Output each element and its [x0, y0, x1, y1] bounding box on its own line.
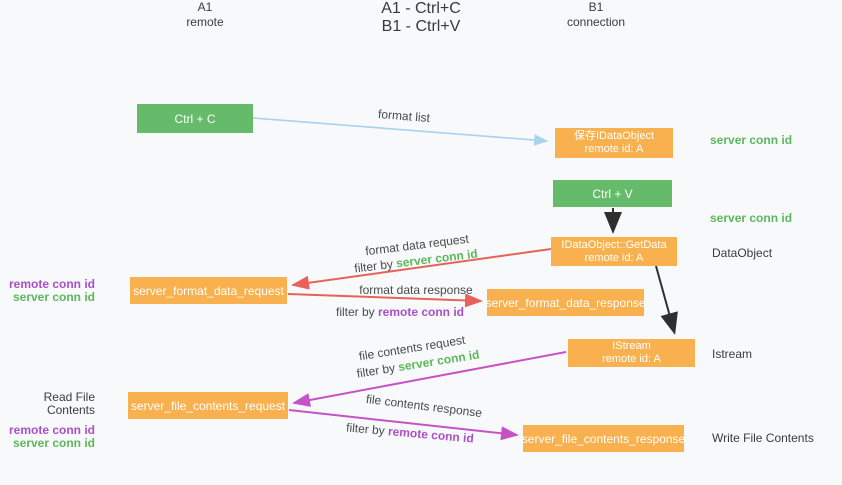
- remote-conn-id-annotation: remote conn id: [8, 277, 95, 291]
- format-data-response-label: format data response: [359, 283, 473, 297]
- filter-by-text: filter by: [355, 360, 400, 381]
- server-file-contents-request-label: server_file_contents_request: [130, 398, 286, 413]
- save-dataobject-node: 保存IDataObject remote id: A: [555, 128, 673, 158]
- istream-line2: remote id: A: [602, 353, 661, 365]
- server-format-data-response-label: server_format_data_response: [485, 295, 646, 310]
- dataobject-annotation: DataObject: [712, 246, 773, 260]
- save-dataobject-line2: remote id: A: [584, 143, 644, 155]
- ctrl-c-label: Ctrl + C: [174, 111, 216, 126]
- server-file-contents-request-node: server_file_contents_request: [128, 392, 288, 419]
- filter-by-remote-conn-id-label-2: filter by remote conn id: [346, 420, 475, 445]
- left-conn-id-block-top: remote conn id server conn id: [0, 278, 95, 304]
- getdata-to-istream-arrow: [655, 265, 678, 335]
- format-list-label: format list: [377, 106, 431, 126]
- filter-by-remote-conn-id-label-1: filter by remote conn id: [336, 305, 464, 319]
- getdata-line2: remote id: A: [584, 251, 644, 264]
- remote-conn-id-text: remote conn id: [378, 305, 465, 319]
- ctrl-c-node: Ctrl + C: [137, 104, 253, 133]
- getdata-line1: IDataObject::GetData: [561, 238, 667, 251]
- ctrl-v-node: Ctrl + V: [553, 180, 672, 207]
- filter-by-text: filter by: [335, 305, 378, 319]
- server-format-data-request-label: server_format_data_request: [133, 283, 284, 298]
- title-line-1: A1 - Ctrl+C: [381, 0, 461, 17]
- server-conn-id-annotation: server conn id: [12, 290, 95, 304]
- read-file-contents-annotation: Read File Contents: [43, 390, 95, 417]
- server-conn-id-annotation-top: server conn id: [710, 133, 793, 147]
- server-format-data-request-node: server_format_data_request: [130, 277, 287, 304]
- remote-conn-id-annotation: remote conn id: [8, 423, 95, 437]
- left-conn-id-block-bottom: Read File Contents remote conn id server…: [0, 391, 95, 450]
- title-line-2: B1 - Ctrl+V: [381, 18, 461, 35]
- server-conn-id-annotation: server conn id: [12, 436, 95, 450]
- lifeline-a-role: remote: [186, 15, 224, 29]
- lifeline-b-id: B1: [588, 0, 604, 14]
- filter-by-text: filter by: [345, 420, 389, 439]
- server-file-contents-response-label: server_file_contents_response: [521, 431, 686, 446]
- diagram-title: A1 - Ctrl+C B1 - Ctrl+V: [0, 0, 842, 36]
- getdata-node: IDataObject::GetData remote id: A: [551, 237, 677, 266]
- server-conn-id-annotation-mid: server conn id: [710, 211, 793, 225]
- lifeline-b-role: connection: [566, 15, 626, 29]
- remote-conn-id-text: remote conn id: [387, 424, 475, 446]
- istream-node: IStream remote id: A: [568, 339, 695, 367]
- save-dataobject-line1: 保存IDataObject: [573, 130, 655, 142]
- lifeline-b-header: B1 connection: [485, 0, 707, 30]
- istream-annotation: Istream: [712, 347, 753, 361]
- server-format-data-response-node: server_format_data_response: [485, 289, 646, 316]
- write-file-contents-annotation: Write File Contents: [712, 431, 814, 445]
- filter-by-text: filter by: [353, 256, 397, 276]
- istream-line1: IStream: [612, 340, 651, 352]
- ctrl-v-label: Ctrl + V: [592, 186, 633, 201]
- server-file-contents-response-node: server_file_contents_response: [521, 425, 686, 452]
- file-contents-response-label: file contents response: [365, 391, 483, 421]
- lifeline-a-id: A1: [197, 0, 213, 14]
- lifeline-a-header: A1 remote: [97, 0, 313, 30]
